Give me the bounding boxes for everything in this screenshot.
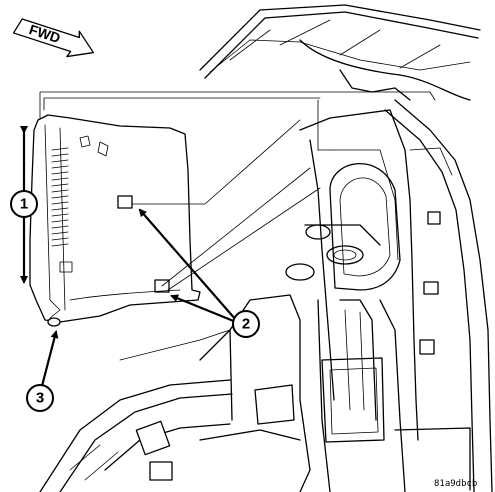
callout-number: 2 [242,316,250,333]
callout-circle [232,310,260,338]
callout-circle [10,190,38,218]
figure-id: 81a9dbcb [434,479,477,489]
callout-circle [26,384,54,412]
leader-to-lower-clip [170,294,238,324]
callout-2: 2 [138,208,260,338]
callout-1: 1 [10,126,38,284]
callout-number: 3 [36,390,44,407]
forward-direction-indicator: FWD [12,18,95,58]
leader-to-upper-clip [138,208,238,322]
vent-grille [51,147,69,247]
callout-3: 3 [26,330,59,412]
bottom-fastener [47,317,61,327]
quarter-trim-panel [29,114,201,327]
trim-clip-upper [117,195,133,209]
routing-leader-lines [39,91,436,291]
callout-number: 1 [20,196,28,213]
forward-arrow-icon [12,18,95,58]
leader-to-fastener [40,330,59,388]
